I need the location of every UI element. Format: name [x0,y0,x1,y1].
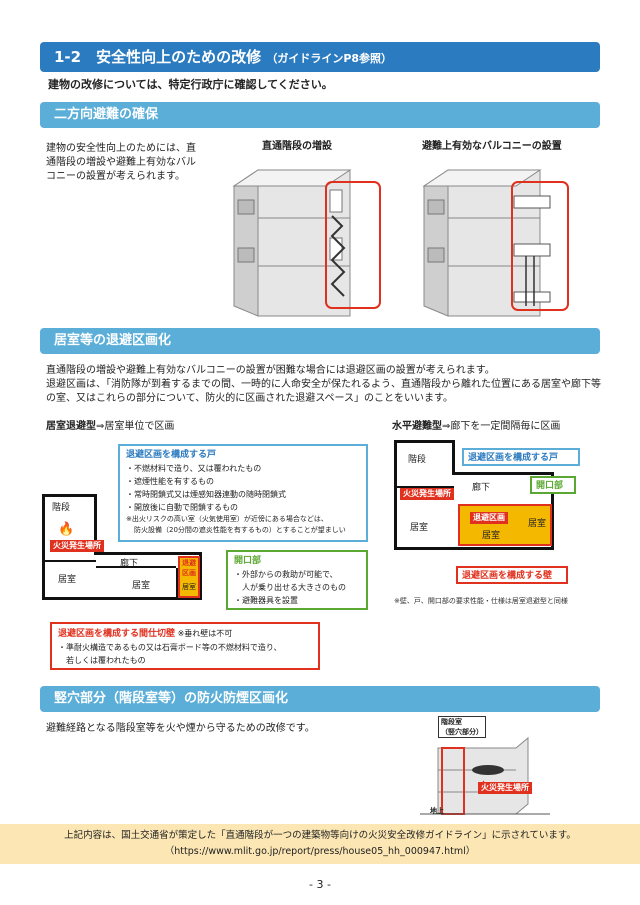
door-item-4: ・開放後に自動で閉鎖するもの [126,503,238,512]
stairwell-illustration: ▲ [420,736,550,815]
fire-location-tag: 火災発生場所 [50,540,104,552]
door-note-1: ※出火リスクの高い室（火気使用室）が近傍にある場合などは、 [126,515,328,523]
ground-label: 地上 [430,807,444,815]
right-opening-label: 開口部 [536,481,564,491]
right-shelter-tag: 退避区画 [470,512,508,524]
sec3-desc: 避難経路となる階段室等を火や煙から守るための改修です。 [46,723,315,734]
right-wall-label: 退避区画を構成する壁 [462,571,553,581]
opening-box-title: 開口部 [234,556,262,566]
notice-text: 建物の改修については、特定行政庁に確認してください。 [48,78,333,91]
right-room-label-2: 居室 [528,519,547,529]
door-item-3: ・常時閉鎖式又は煙感知器連動の随時閉鎖式 [126,490,286,499]
opening-item-3: ・避難器具を設置 [234,596,298,605]
door-note-2: 防火設備（20分間の遮炎性能を有するもの）とすることが望ましい [134,526,346,534]
footer-line-2: （https://www.mlit.go.jp/report/press/hou… [164,846,476,857]
shelter-label-2: 区画 [182,569,196,577]
sec3-header: 竪穴部分（階段室等）の防火防煙区画化 [40,686,600,712]
right-floor-plan: 階段 火災発生場所 廊下 居室 退避区画 居室 居室 [394,440,564,550]
partition-item-2: 若しくは覆われたもの [66,656,146,665]
footer-line-1: 上記内容は、国土交通省が策定した「直通階段が一つの建築物等向けの火災安全改修ガイ… [64,830,576,841]
left-diagram-title: 居室退避型⇒居室単位で区画 [46,420,174,434]
opening-item-2: 人が乗り出せる大きさのもの [242,583,346,592]
building-stairs-illustration [232,169,381,317]
right-shelter-room-label: 居室 [482,531,501,541]
left-title-bold: 居室退避型 [46,421,96,432]
left-title-rest: ⇒居室単位で区画 [96,421,175,432]
room-label-mid: 居室 [132,581,151,591]
door-requirements-box: 退避区画を構成する戸 ・不燃材料で造り、又は覆われたもの ・遮煙性能を有するもの… [118,444,368,542]
sec3-fire-tag: 火災発生場所 [478,782,532,794]
partition-box-note: ※垂れ壁は不可 [177,629,233,638]
right-door-label-box: 退避区画を構成する戸 [462,448,580,466]
sec1-desc: 建物の安全性向上のためには、直通階段の増設や避難上有効なバルコニーの設置が考えら… [46,143,196,182]
header-ref: （ガイドラインP8参照） [266,52,393,65]
sec1-header: 二方向避難の確保 [40,102,600,128]
stairwell-label-2: （竪穴部分） [441,728,483,736]
right-room-label: 居室 [410,523,429,533]
stairs-label: 階段 [52,503,71,513]
door-item-1: ・不燃材料で造り、又は覆われたもの [126,464,262,473]
page-number: - 3 - [309,878,331,891]
door-box-title: 退避区画を構成する戸 [126,450,217,460]
right-title-rest: ⇒廊下を一定間隔毎に区画 [442,421,561,432]
fig1-title: 直通階段の増設 [262,141,332,152]
section-header: 1-2 安全性向上のための改修 （ガイドラインP8参照） [40,42,600,72]
right-note: ※壁、戸、開口部の要求性能・仕様は居室退避型と同様 [394,597,568,605]
corridor-label: 廊下 [120,559,139,569]
fig2-title: 避難上有効なバルコニーの設置 [422,141,562,152]
shelter-label-1: 退避 [182,559,196,567]
stairwell-label-1: 階段室 [441,718,462,726]
right-opening-label-box: 開口部 [530,476,576,494]
partition-requirements-box: 退避区画を構成する間仕切壁 ※垂れ壁は不可 ・準耐火構造であるもの又は石膏ボード… [50,622,320,670]
right-fire-tag: 火災発生場所 [400,488,454,500]
shelter-room [178,556,200,598]
sec2-header: 居室等の退避区画化 [40,328,600,354]
sec2-desc2: 退避区画は、「消防隊が到着するまでの間、一時的に人命安全が保たれるよう、直通階段… [46,379,601,404]
opening-item-1: ・外部からの救助が可能で、 [234,570,338,579]
right-diagram-title: 水平避難型⇒廊下を一定間隔毎に区画 [392,420,560,434]
fire-icon: 🔥 [58,522,75,537]
right-shelter-area [458,504,552,546]
stairwell-label: 階段室 （竪穴部分） [438,716,486,738]
right-title-bold: 水平避難型 [392,421,442,432]
sec2-desc1: 直通階段の増設や避難上有効なバルコニーの設置が困難な場合には退避区画の設置が考え… [46,365,495,376]
right-door-label: 退避区画を構成する戸 [468,453,559,463]
header-title: 1-2 安全性向上のための改修 [54,48,262,66]
footer-banner: 上記内容は、国土交通省が策定した「直通階段が一つの建築物等向けの火災安全改修ガイ… [0,824,640,864]
door-item-2: ・遮煙性能を有するもの [126,477,214,486]
right-wall-label-box: 退避区画を構成する壁 [456,566,568,584]
opening-requirements-box: 開口部 ・外部からの救助が可能で、 人が乗り出せる大きさのもの ・避難器具を設置 [226,550,368,610]
room-label-left: 居室 [58,575,77,585]
building-balcony-illustration [422,169,569,317]
left-floor-plan: 階段 🔥 火災発生場所 廊下 居室 居室 退避 区画 居室 [42,494,202,602]
right-corridor-label: 廊下 [472,483,491,493]
shelter-room-label: 居室 [182,583,196,591]
partition-box-title: 退避区画を構成する間仕切壁 [58,629,176,639]
right-stairs-label: 階段 [408,455,427,465]
partition-item-1: ・準耐火構造であるもの又は石膏ボード等の不燃材料で造り、 [58,643,282,652]
